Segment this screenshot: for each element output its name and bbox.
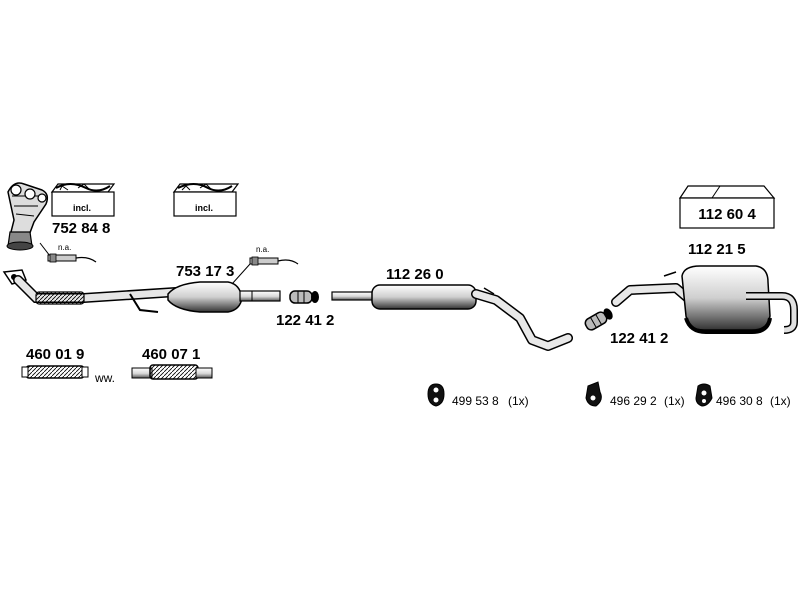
rear-silencer-icon[interactable] xyxy=(611,265,798,334)
kit-box-1-icon[interactable] xyxy=(50,183,116,217)
oxygen-sensor-1-icon[interactable] xyxy=(39,242,97,263)
part-number-mounting-kit[interactable]: 112 60 4 xyxy=(698,206,756,223)
hanger-3-code[interactable]: 496 30 8 xyxy=(716,394,763,408)
exhaust-manifold-icon[interactable] xyxy=(6,182,49,251)
kit-box-1-label: incl. xyxy=(73,203,91,213)
clamp-rear-icon[interactable] xyxy=(583,307,614,332)
kit-box-2-label: incl. xyxy=(195,203,213,213)
oxygen-sensor-2-icon[interactable] xyxy=(231,256,299,285)
part-number-flex-pipe-1[interactable]: 460 01 9 xyxy=(26,346,84,363)
part-number-rear-silencer[interactable]: 112 21 5 xyxy=(688,241,746,258)
hanger-1-code[interactable]: 499 53 8 xyxy=(452,394,499,408)
hanger-rubber-2-icon[interactable] xyxy=(585,381,602,407)
hanger-3-qty: (1x) xyxy=(770,394,791,408)
part-number-clamp-front[interactable]: 122 41 2 xyxy=(276,312,334,329)
part-number-flex-pipe-2[interactable]: 460 07 1 xyxy=(142,346,200,363)
hanger-2-qty: (1x) xyxy=(664,394,685,408)
hanger-rubber-1-icon[interactable] xyxy=(427,383,445,407)
flex-pipe-1-icon[interactable] xyxy=(21,365,89,379)
front-pipe-icon[interactable] xyxy=(2,269,181,313)
hanger-1-qty: (1x) xyxy=(508,394,529,408)
part-number-clamp-rear[interactable]: 122 41 2 xyxy=(610,330,668,347)
mounting-kit-box-icon[interactable] xyxy=(678,185,776,229)
kit-box-2-icon[interactable] xyxy=(172,183,240,217)
hanger-rubber-3-icon[interactable] xyxy=(695,383,713,407)
part-number-manifold-kit[interactable]: 752 84 8 xyxy=(52,220,110,237)
part-number-catalytic-converter[interactable]: 753 17 3 xyxy=(176,263,234,280)
alternative-note: ww. xyxy=(94,371,115,385)
sensor-1-note: n.a. xyxy=(58,243,71,252)
catalytic-converter-icon[interactable] xyxy=(167,281,281,313)
clamp-front-icon[interactable] xyxy=(289,290,319,304)
sensor-2-note: n.a. xyxy=(256,245,269,254)
middle-silencer-icon[interactable] xyxy=(331,284,573,351)
part-number-middle-silencer[interactable]: 112 26 0 xyxy=(386,266,444,283)
hanger-2-code[interactable]: 496 29 2 xyxy=(610,394,657,408)
flex-pipe-2-icon[interactable] xyxy=(131,364,213,380)
